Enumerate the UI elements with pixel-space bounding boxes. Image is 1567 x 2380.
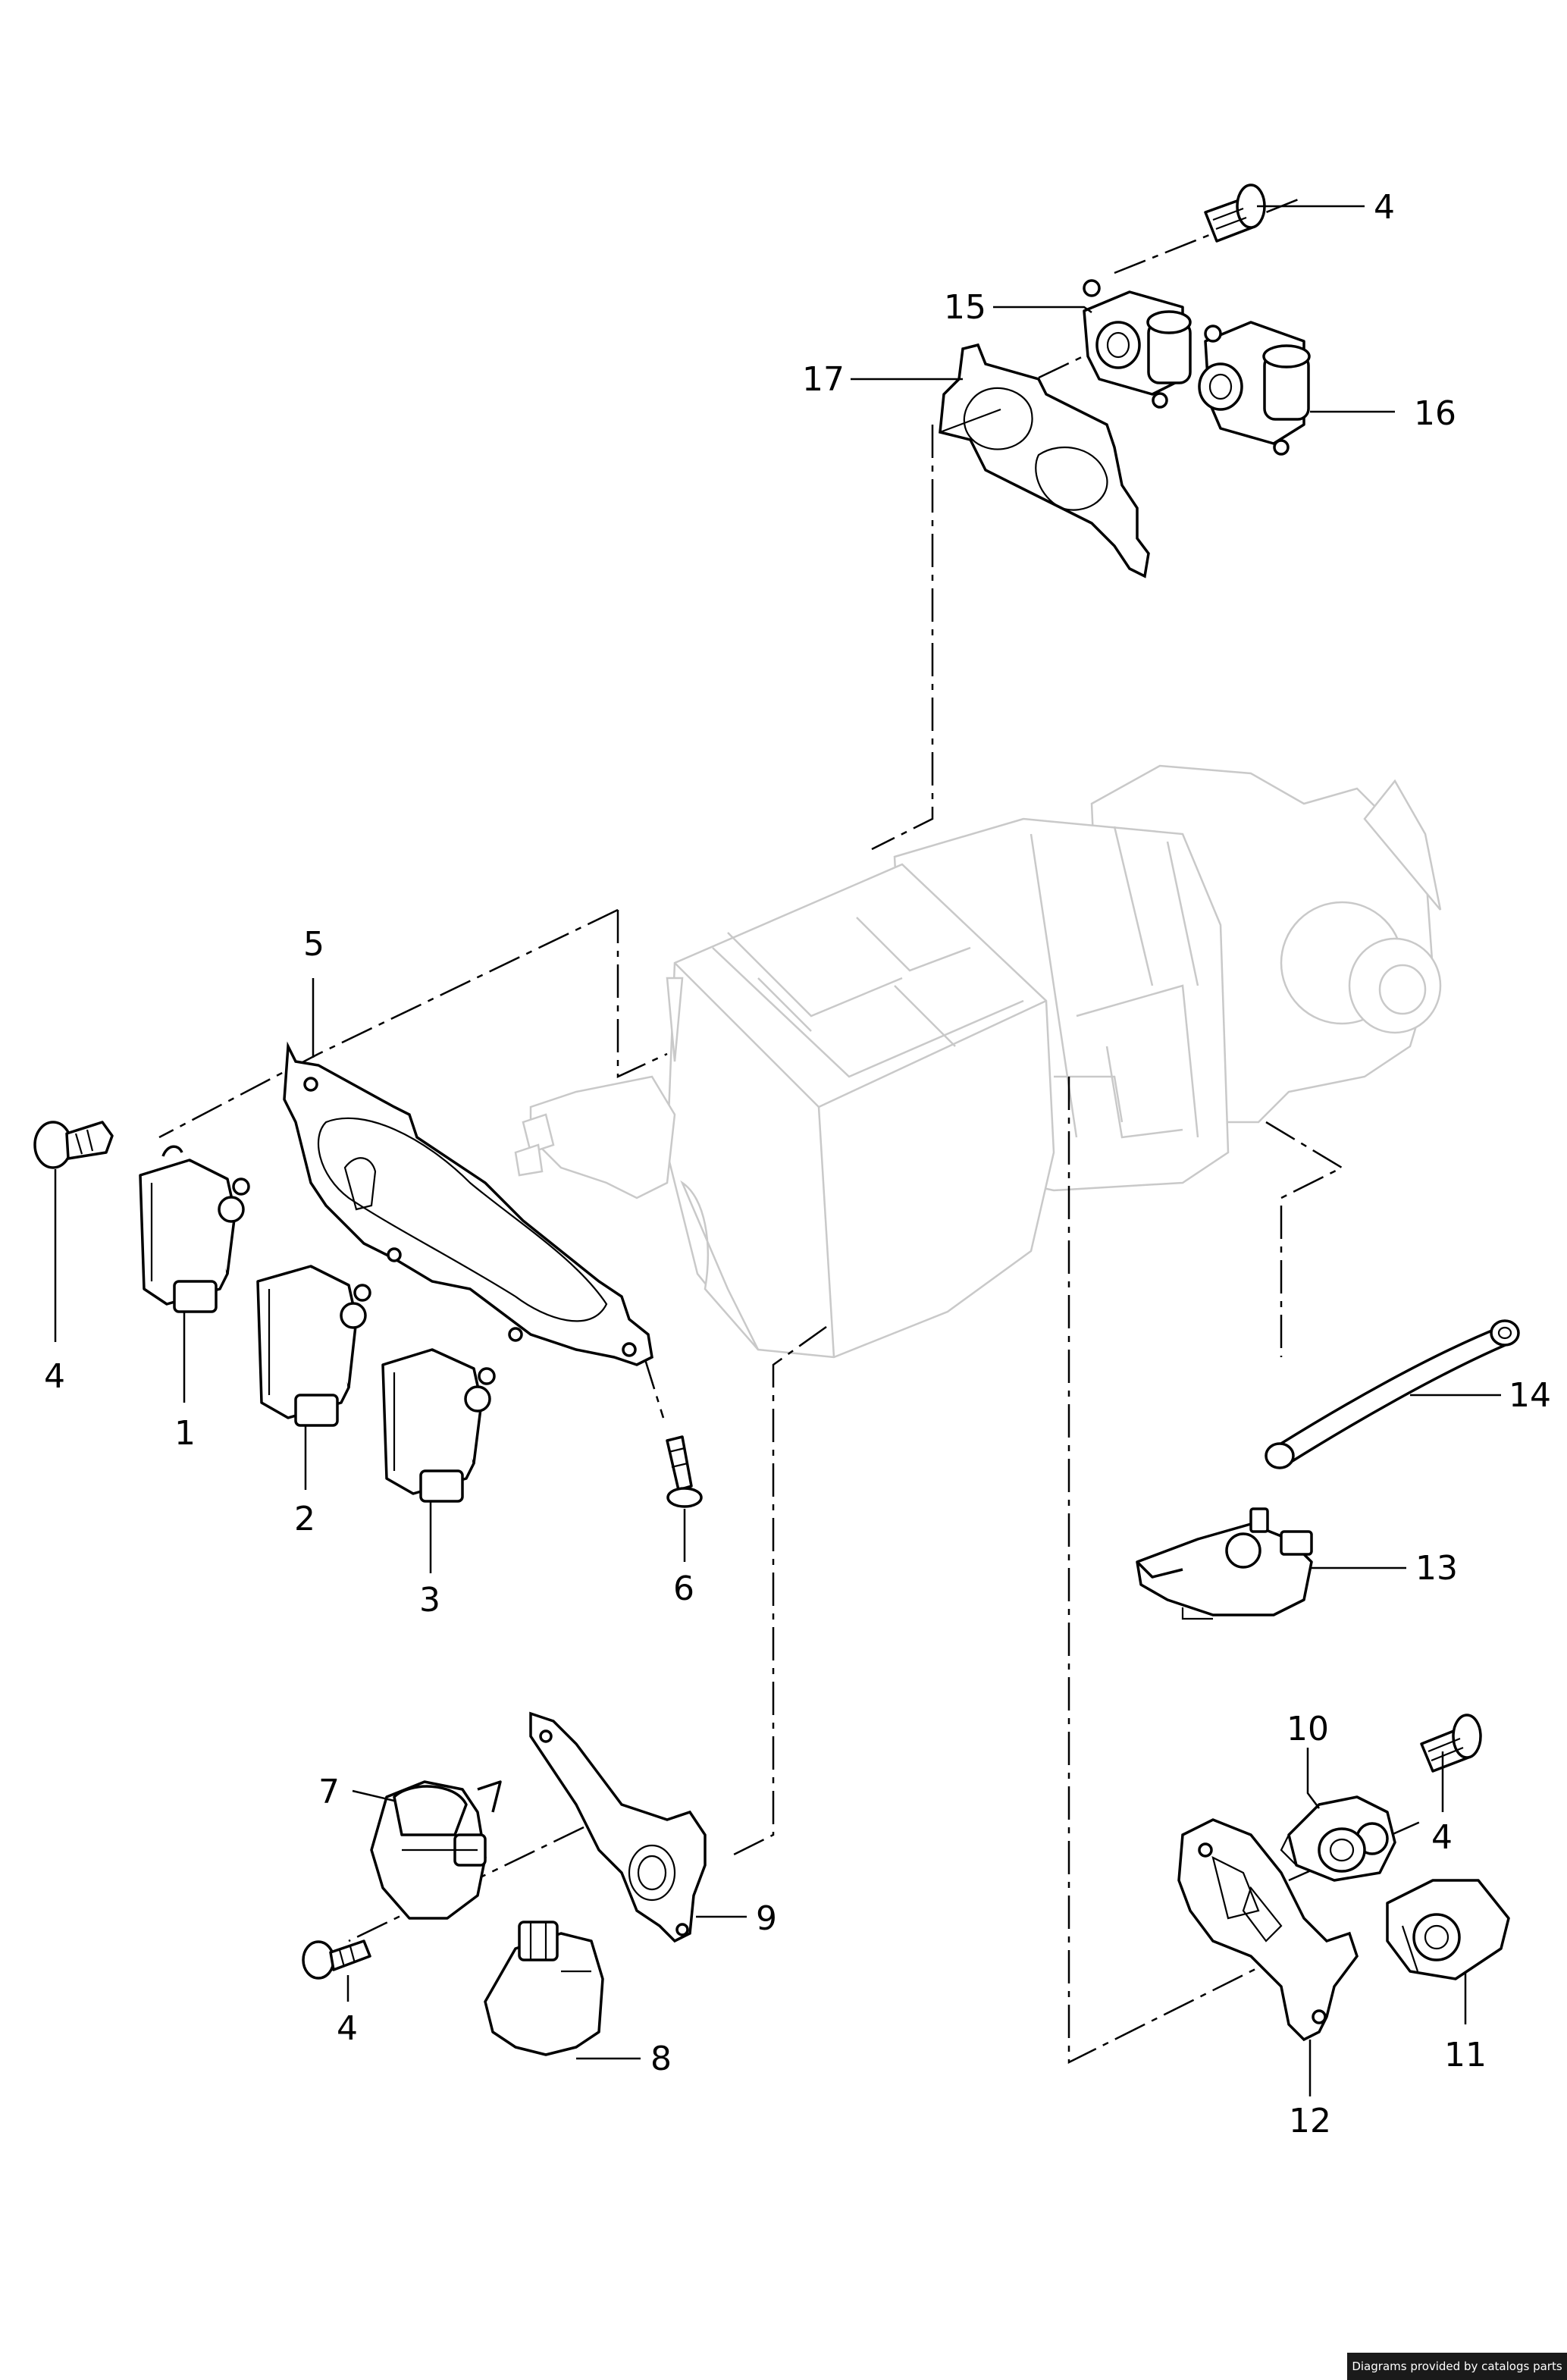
callout-8: 8 — [650, 2040, 672, 2078]
callout-4-bottom: 4 — [337, 2009, 358, 2048]
callout-17: 17 — [802, 360, 845, 399]
callout-1: 1 — [174, 1414, 196, 1453]
servo-part-10 — [1280, 1795, 1396, 1882]
linkage-rod-part-14 — [1265, 1319, 1520, 1469]
screw-part-4-bottom — [302, 1939, 371, 1980]
servo-motor-part-3 — [381, 1348, 496, 1503]
leader-lines — [54, 205, 1501, 2096]
actuator-part-13 — [1136, 1507, 1313, 1620]
bracket-part-12 — [1177, 1818, 1359, 2042]
servo-part-11 — [1386, 1879, 1510, 1980]
callout-13: 13 — [1415, 1549, 1458, 1588]
callout-9: 9 — [756, 1899, 777, 1938]
servo-motor-part-8 — [484, 1921, 604, 2056]
servo-motor-part-7 — [370, 1780, 502, 1920]
valve-part-15 — [1083, 279, 1192, 409]
gasket-part-9 — [529, 1711, 707, 1943]
callout-14: 14 — [1509, 1376, 1551, 1415]
callout-labels: 4 15 17 16 5 4 1 2 3 6 14 13 10 4 11 12 … — [44, 188, 1551, 2140]
screw-part-4-top — [1204, 183, 1266, 243]
callout-11: 11 — [1444, 2036, 1487, 2074]
servo-motor-part-2 — [256, 1265, 371, 1427]
callout-5: 5 — [303, 925, 324, 964]
bracket-part-5 — [283, 1041, 653, 1366]
callout-15: 15 — [944, 288, 986, 327]
callout-7: 7 — [318, 1773, 340, 1811]
valve-part-16 — [1198, 321, 1311, 456]
callout-12: 12 — [1289, 2102, 1331, 2140]
screw-part-4-left — [33, 1121, 114, 1169]
hvac-housing-ghost — [514, 764, 1442, 1359]
servo-motor-part-1 — [139, 1145, 250, 1313]
callout-6: 6 — [673, 1569, 694, 1608]
callout-16: 16 — [1414, 394, 1456, 433]
credit-badge: Diagrams provided by catalogs parts — [1347, 2353, 1567, 2380]
callout-10: 10 — [1287, 1710, 1329, 1748]
gasket-part-17 — [939, 343, 1150, 579]
screw-part-6 — [666, 1435, 703, 1508]
callout-3: 3 — [419, 1581, 440, 1620]
screw-part-4-right — [1420, 1714, 1482, 1773]
callout-4-left: 4 — [44, 1357, 65, 1396]
callout-4-right: 4 — [1431, 1818, 1453, 1857]
callout-4-top: 4 — [1374, 188, 1395, 227]
callout-2: 2 — [294, 1500, 315, 1538]
